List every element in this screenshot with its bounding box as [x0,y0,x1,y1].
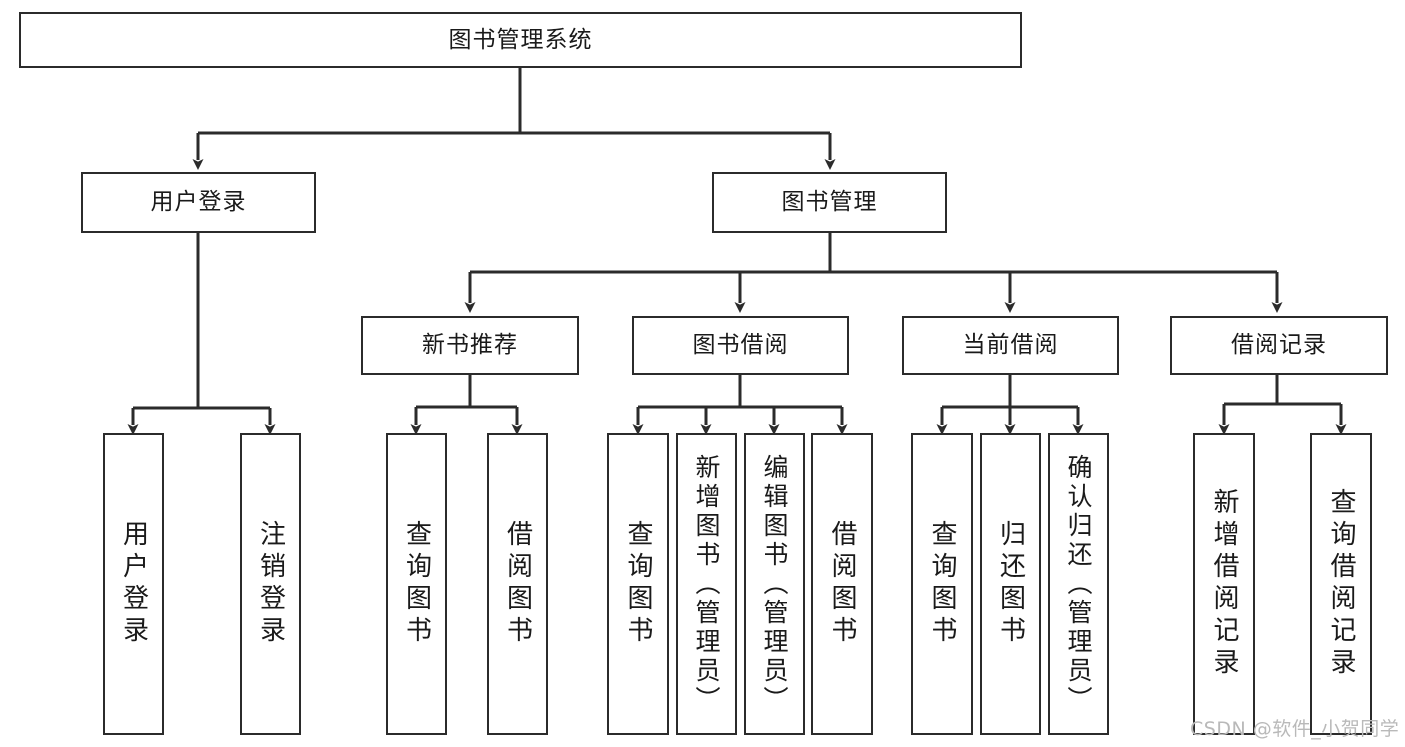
node-root-book-management-system[interactable]: 图书管理系统 [19,12,1022,68]
node-label: 查询图书 [623,520,653,648]
leaf-user-logout[interactable]: 注销登录 [240,433,301,735]
leaf-query-book-borrow[interactable]: 查询图书 [607,433,669,735]
node-label: 新书推荐 [422,332,518,359]
node-label: 图书管理系统 [448,26,593,53]
node-label: 编辑图书（管理员） [760,453,789,715]
csdn-watermark: CSDN @软件_小贺同学 [1190,718,1400,740]
leaf-add-borrow-record[interactable]: 新增借阅记录 [1193,433,1255,735]
node-label: 借阅图书 [827,520,857,648]
leaf-return-book[interactable]: 归还图书 [980,433,1041,735]
leaf-user-login[interactable]: 用户登录 [103,433,164,735]
node-label: 查询借阅记录 [1326,488,1356,680]
node-label: 归还图书 [995,520,1026,648]
leaf-borrow-book-borrow[interactable]: 借阅图书 [811,433,873,735]
node-book-borrow[interactable]: 图书借阅 [632,316,849,375]
leaf-query-borrow-record[interactable]: 查询借阅记录 [1310,433,1372,735]
node-label: 新增图书（管理员） [692,453,721,715]
node-label: 图书管理 [781,189,878,216]
node-book-management[interactable]: 图书管理 [712,172,947,233]
node-label: 用户登录 [118,520,149,648]
node-label: 图书借阅 [692,332,789,359]
leaf-query-book-current[interactable]: 查询图书 [911,433,973,735]
node-label: 借阅图书 [502,520,533,648]
node-label: 借阅记录 [1231,332,1327,359]
leaf-confirm-return-admin[interactable]: 确认归还（管理员） [1048,433,1109,735]
node-new-book-recommend[interactable]: 新书推荐 [361,316,579,375]
leaf-edit-book-admin[interactable]: 编辑图书（管理员） [744,433,805,735]
node-label: 新增借阅记录 [1209,488,1239,680]
node-label: 查询图书 [401,520,432,648]
node-current-borrow[interactable]: 当前借阅 [902,316,1119,375]
leaf-borrow-book-recommend[interactable]: 借阅图书 [487,433,548,735]
leaf-query-book-recommend[interactable]: 查询图书 [386,433,447,735]
node-label: 注销登录 [255,520,286,648]
node-label: 当前借阅 [962,332,1059,359]
node-borrow-record[interactable]: 借阅记录 [1170,316,1388,375]
node-label: 查询图书 [927,520,957,648]
leaf-add-book-admin[interactable]: 新增图书（管理员） [676,433,737,735]
node-label: 用户登录 [150,189,247,216]
node-label: 确认归还（管理员） [1064,453,1093,715]
node-user-login[interactable]: 用户登录 [81,172,316,233]
